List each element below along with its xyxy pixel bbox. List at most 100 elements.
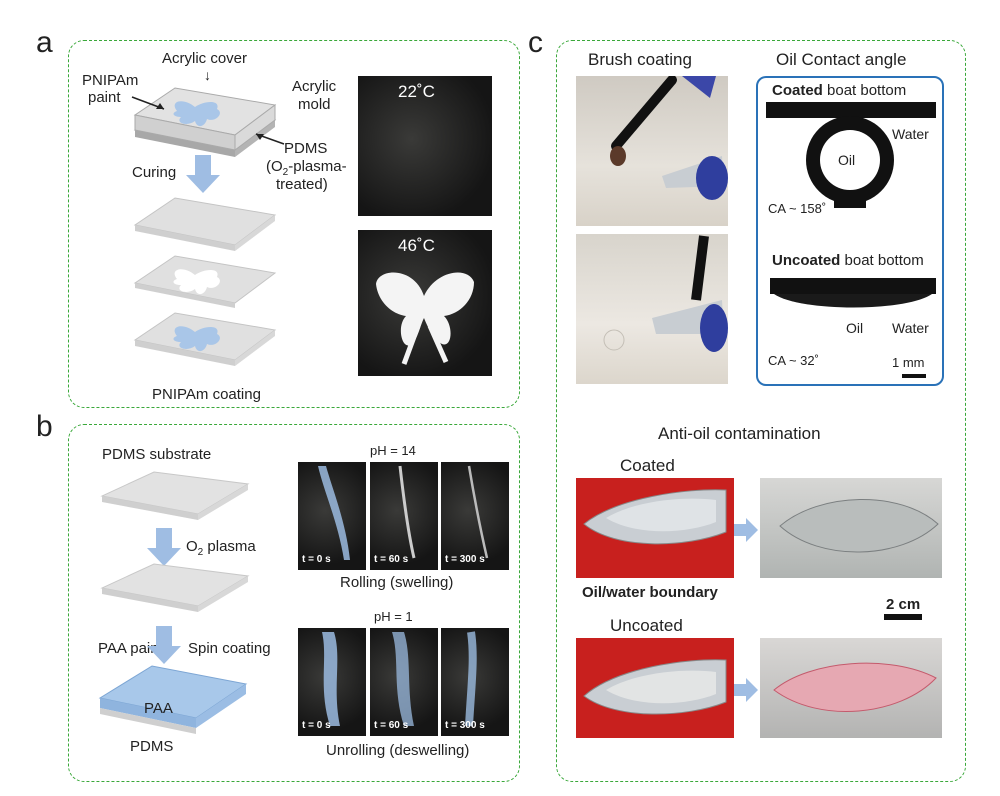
label-pnipam-paint-1: PNIPAm (82, 72, 139, 89)
label-pdms-layer: PDMS (130, 738, 174, 755)
panel-a-letter: a (36, 26, 53, 59)
time-t60-ph1: t = 60 s (374, 720, 409, 731)
label-pnipam-coating: PNIPAm coating (152, 386, 261, 403)
ca-oil-1: Oil (838, 152, 856, 168)
panel-c-box (556, 40, 966, 782)
ca-value-1: CA ~ 158˚ (768, 201, 827, 216)
boat-coated-result (779, 499, 939, 553)
photo-22c: 22˚C (358, 76, 492, 216)
substrate-slab-2 (100, 563, 250, 612)
photo-ph1-t60: t = 60 s (370, 628, 438, 736)
boat-uncoated (583, 659, 727, 715)
arrow-pdms (255, 133, 285, 145)
time-t0: t = 0 s (302, 554, 331, 565)
time-t300-ph1: t = 300 s (445, 720, 485, 731)
panel-c-letter: c (528, 26, 543, 59)
photo-ph14-t0: t = 0 s (298, 462, 366, 570)
photo-ph14-t300: t = 300 s (441, 462, 509, 570)
arrow-coated (734, 518, 758, 542)
label-ph14: pH = 14 (370, 443, 416, 458)
pdms-2-post: -plasma- (288, 158, 347, 175)
strip-ph1-t60 (392, 632, 414, 726)
o2-pre: O (186, 538, 198, 555)
ca-water-1: Water (892, 126, 929, 142)
acrylic-mold-stack (133, 87, 277, 157)
title-brush-coating: Brush coating (588, 50, 692, 69)
exploded-layers (133, 197, 277, 366)
label-pdms-substrate: PDMS substrate (102, 446, 212, 463)
time-t300: t = 300 s (445, 554, 485, 565)
photo-ph14-t60: t = 60 s (370, 462, 438, 570)
photo-uncoated-boat (576, 638, 734, 738)
label-paa-layer: PAA (144, 700, 173, 717)
label-boundary: Oil/water boundary (582, 584, 718, 601)
droplet-uncoated (770, 278, 936, 308)
ca-water-2: Water (892, 320, 929, 336)
arrow-curing (186, 155, 220, 193)
ca-uncoated-rest: boat bottom (840, 252, 924, 269)
arrow-acrylic-cover: ↓ (204, 67, 211, 83)
panel-b-box (68, 424, 520, 782)
photo-46c: 46˚C (358, 230, 492, 376)
title-oil-ca: Oil Contact angle (776, 50, 907, 69)
panel-b-letter: b (36, 410, 53, 443)
pdms-2-pre: (O (266, 158, 283, 175)
substrate-slab-1 (100, 471, 250, 520)
label-uncoated: Uncoated (610, 616, 683, 635)
panel-a-box (68, 40, 520, 408)
label-rolling: Rolling (swelling) (340, 574, 454, 591)
photo-ph1-t0: t = 0 s (298, 628, 366, 736)
strip-ph14-t300 (467, 465, 489, 559)
label-pdms-3: treated) (276, 176, 328, 193)
strip-ph1-t0 (322, 632, 340, 726)
droplet-coated (766, 102, 936, 208)
arrow-uncoated (734, 678, 758, 702)
scale-1mm: 1 mm (892, 355, 925, 370)
time-t0-ph1: t = 0 s (302, 720, 331, 731)
boat-coated (583, 489, 727, 545)
pdms-2-sub: 2 (282, 167, 289, 178)
ca-value-2: CA ~ 32˚ (768, 353, 819, 368)
label-curing: Curing (132, 164, 177, 181)
temp-22c: 22˚C (398, 82, 435, 101)
o2-post: plasma (203, 538, 256, 555)
label-pdms-2: (O2-plasma- (266, 158, 347, 179)
photo-coated-result (760, 478, 942, 578)
strip-ph1-t300 (465, 631, 477, 727)
ca-coated-title: Coated boat bottom (772, 82, 906, 99)
paa-slab (98, 665, 248, 734)
label-spin-coating: Spin coating (188, 640, 271, 657)
ca-oil-2: Oil (846, 320, 864, 336)
label-pdms-1: PDMS (284, 140, 328, 157)
ca-box (756, 76, 944, 386)
time-t60: t = 60 s (374, 554, 409, 565)
strip-ph14-t60 (398, 465, 416, 559)
brush-2 (603, 235, 728, 352)
scale-bar-1mm (902, 374, 926, 378)
photo-uncoated-result (760, 638, 942, 738)
white-butterfly (376, 272, 474, 365)
ca-uncoated-bold: Uncoated (772, 252, 841, 269)
ca-coated-rest: boat bottom (822, 82, 907, 99)
arrow-o2 (147, 528, 181, 566)
photo-ph1-t300: t = 300 s (441, 628, 509, 736)
ca-coated-bold: Coated (772, 82, 823, 99)
label-acrylic-mold-1: Acrylic (292, 78, 337, 95)
scale-bar-2cm (884, 614, 922, 620)
label-coated: Coated (620, 456, 675, 475)
temp-46c: 46˚C (398, 236, 435, 255)
o2-sub: 2 (197, 547, 204, 558)
ca-uncoated-title: Uncoated boat bottom (772, 252, 924, 269)
label-pnipam-paint-2: paint (88, 89, 121, 106)
label-acrylic-cover: Acrylic cover (162, 50, 248, 67)
strip-ph14-t0 (318, 466, 350, 560)
label-2cm: 2 cm (886, 596, 921, 613)
arrow-spin (147, 626, 181, 664)
label-unrolling: Unrolling (deswelling) (326, 742, 470, 759)
label-o2-plasma: O2 plasma (186, 538, 256, 559)
photo-coated-boat (576, 478, 734, 578)
photo-brush-1 (576, 76, 728, 226)
label-ph1: pH = 1 (374, 609, 413, 624)
title-anti-oil: Anti-oil contamination (658, 424, 821, 443)
boat-uncoated-result (773, 662, 937, 713)
